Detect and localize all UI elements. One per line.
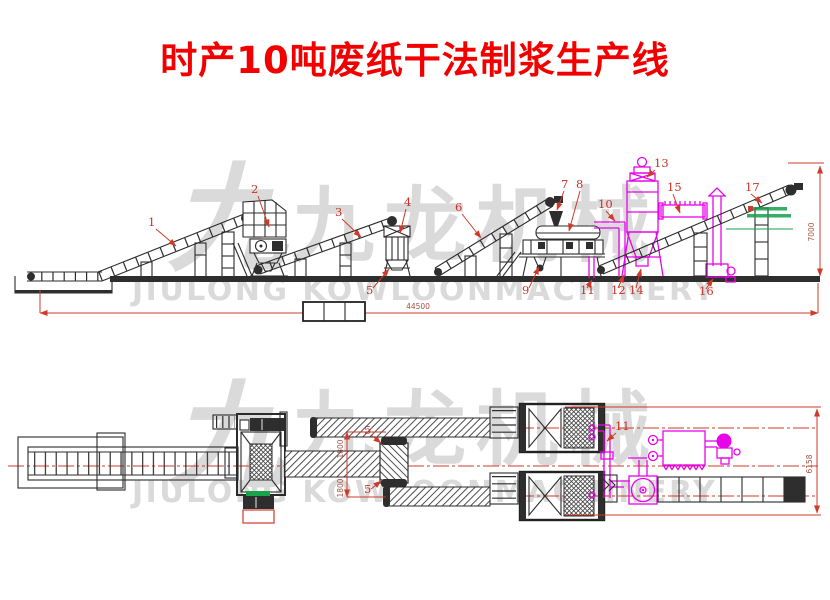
green-note [726, 206, 793, 230]
part-label-6: 6 [455, 200, 462, 214]
part-label-10: 10 [598, 197, 613, 211]
dim-plan-width-text: 6158 [805, 454, 814, 473]
dim-offset-bottom-text: 1800 [336, 478, 345, 497]
dim-total-length: 44500 [39, 283, 819, 316]
feed-conveyor-plan [17, 432, 239, 491]
pit-section-box [302, 301, 366, 322]
plan-label-11: 11 [615, 419, 630, 433]
dim-belt-offsets: 1800 1800 [336, 431, 386, 498]
shredder-plan [212, 411, 288, 524]
plan-view: 1800 1800 6158 5 5 11 [8, 402, 821, 524]
part-label-4: 4 [404, 195, 411, 209]
hopper-bin-side [383, 225, 411, 277]
part-label-12: 12 [611, 283, 626, 297]
dim-height: 7000 [788, 162, 824, 277]
plan-label-5-bottom: 5 [364, 482, 371, 496]
part-label-3: 3 [335, 205, 342, 219]
part-label-5: 5 [366, 283, 373, 297]
plan-label-5-top: 5 [364, 423, 371, 437]
side-view: 44500 7000 1 2 3 4 [14, 156, 824, 322]
part-label-1: 1 [148, 215, 155, 229]
conveyor-1 [27, 213, 251, 282]
part-label-11: 11 [580, 283, 595, 297]
dust-removal-system-plan [588, 424, 741, 505]
belt-conveyors-plan [284, 406, 519, 507]
part-label-17: 17 [745, 180, 760, 194]
dim-plan-width: 6158 [565, 406, 821, 516]
screen-machine-side [519, 211, 605, 277]
dim-total-length-text: 44500 [406, 302, 430, 311]
dim-offset-top-text: 1800 [336, 439, 345, 458]
discharge-conveyor-plan [657, 476, 806, 503]
part-label-13: 13 [654, 156, 669, 170]
part-label-16: 16 [699, 284, 714, 298]
conveyor-3 [255, 216, 397, 278]
conveyor-6 [434, 196, 563, 278]
page-title: 时产10吨废纸干法制浆生产线 [160, 39, 670, 82]
centerlines [8, 427, 818, 497]
part-label-2: 2 [251, 182, 258, 196]
part-label-9: 9 [522, 283, 529, 297]
ground-line [14, 276, 820, 294]
part-label-15: 15 [667, 180, 682, 194]
dim-height-text: 7000 [807, 222, 816, 241]
conveyor-17 [597, 183, 803, 277]
dust-removal-system-side [588, 156, 736, 283]
part-label-7: 7 [561, 177, 568, 191]
part-label-14: 14 [629, 283, 644, 297]
plan-view-part-labels: 5 5 11 [364, 419, 630, 496]
side-view-part-labels: 1 2 3 4 5 6 7 8 9 10 11 [148, 156, 763, 298]
part-label-8: 8 [576, 177, 583, 191]
